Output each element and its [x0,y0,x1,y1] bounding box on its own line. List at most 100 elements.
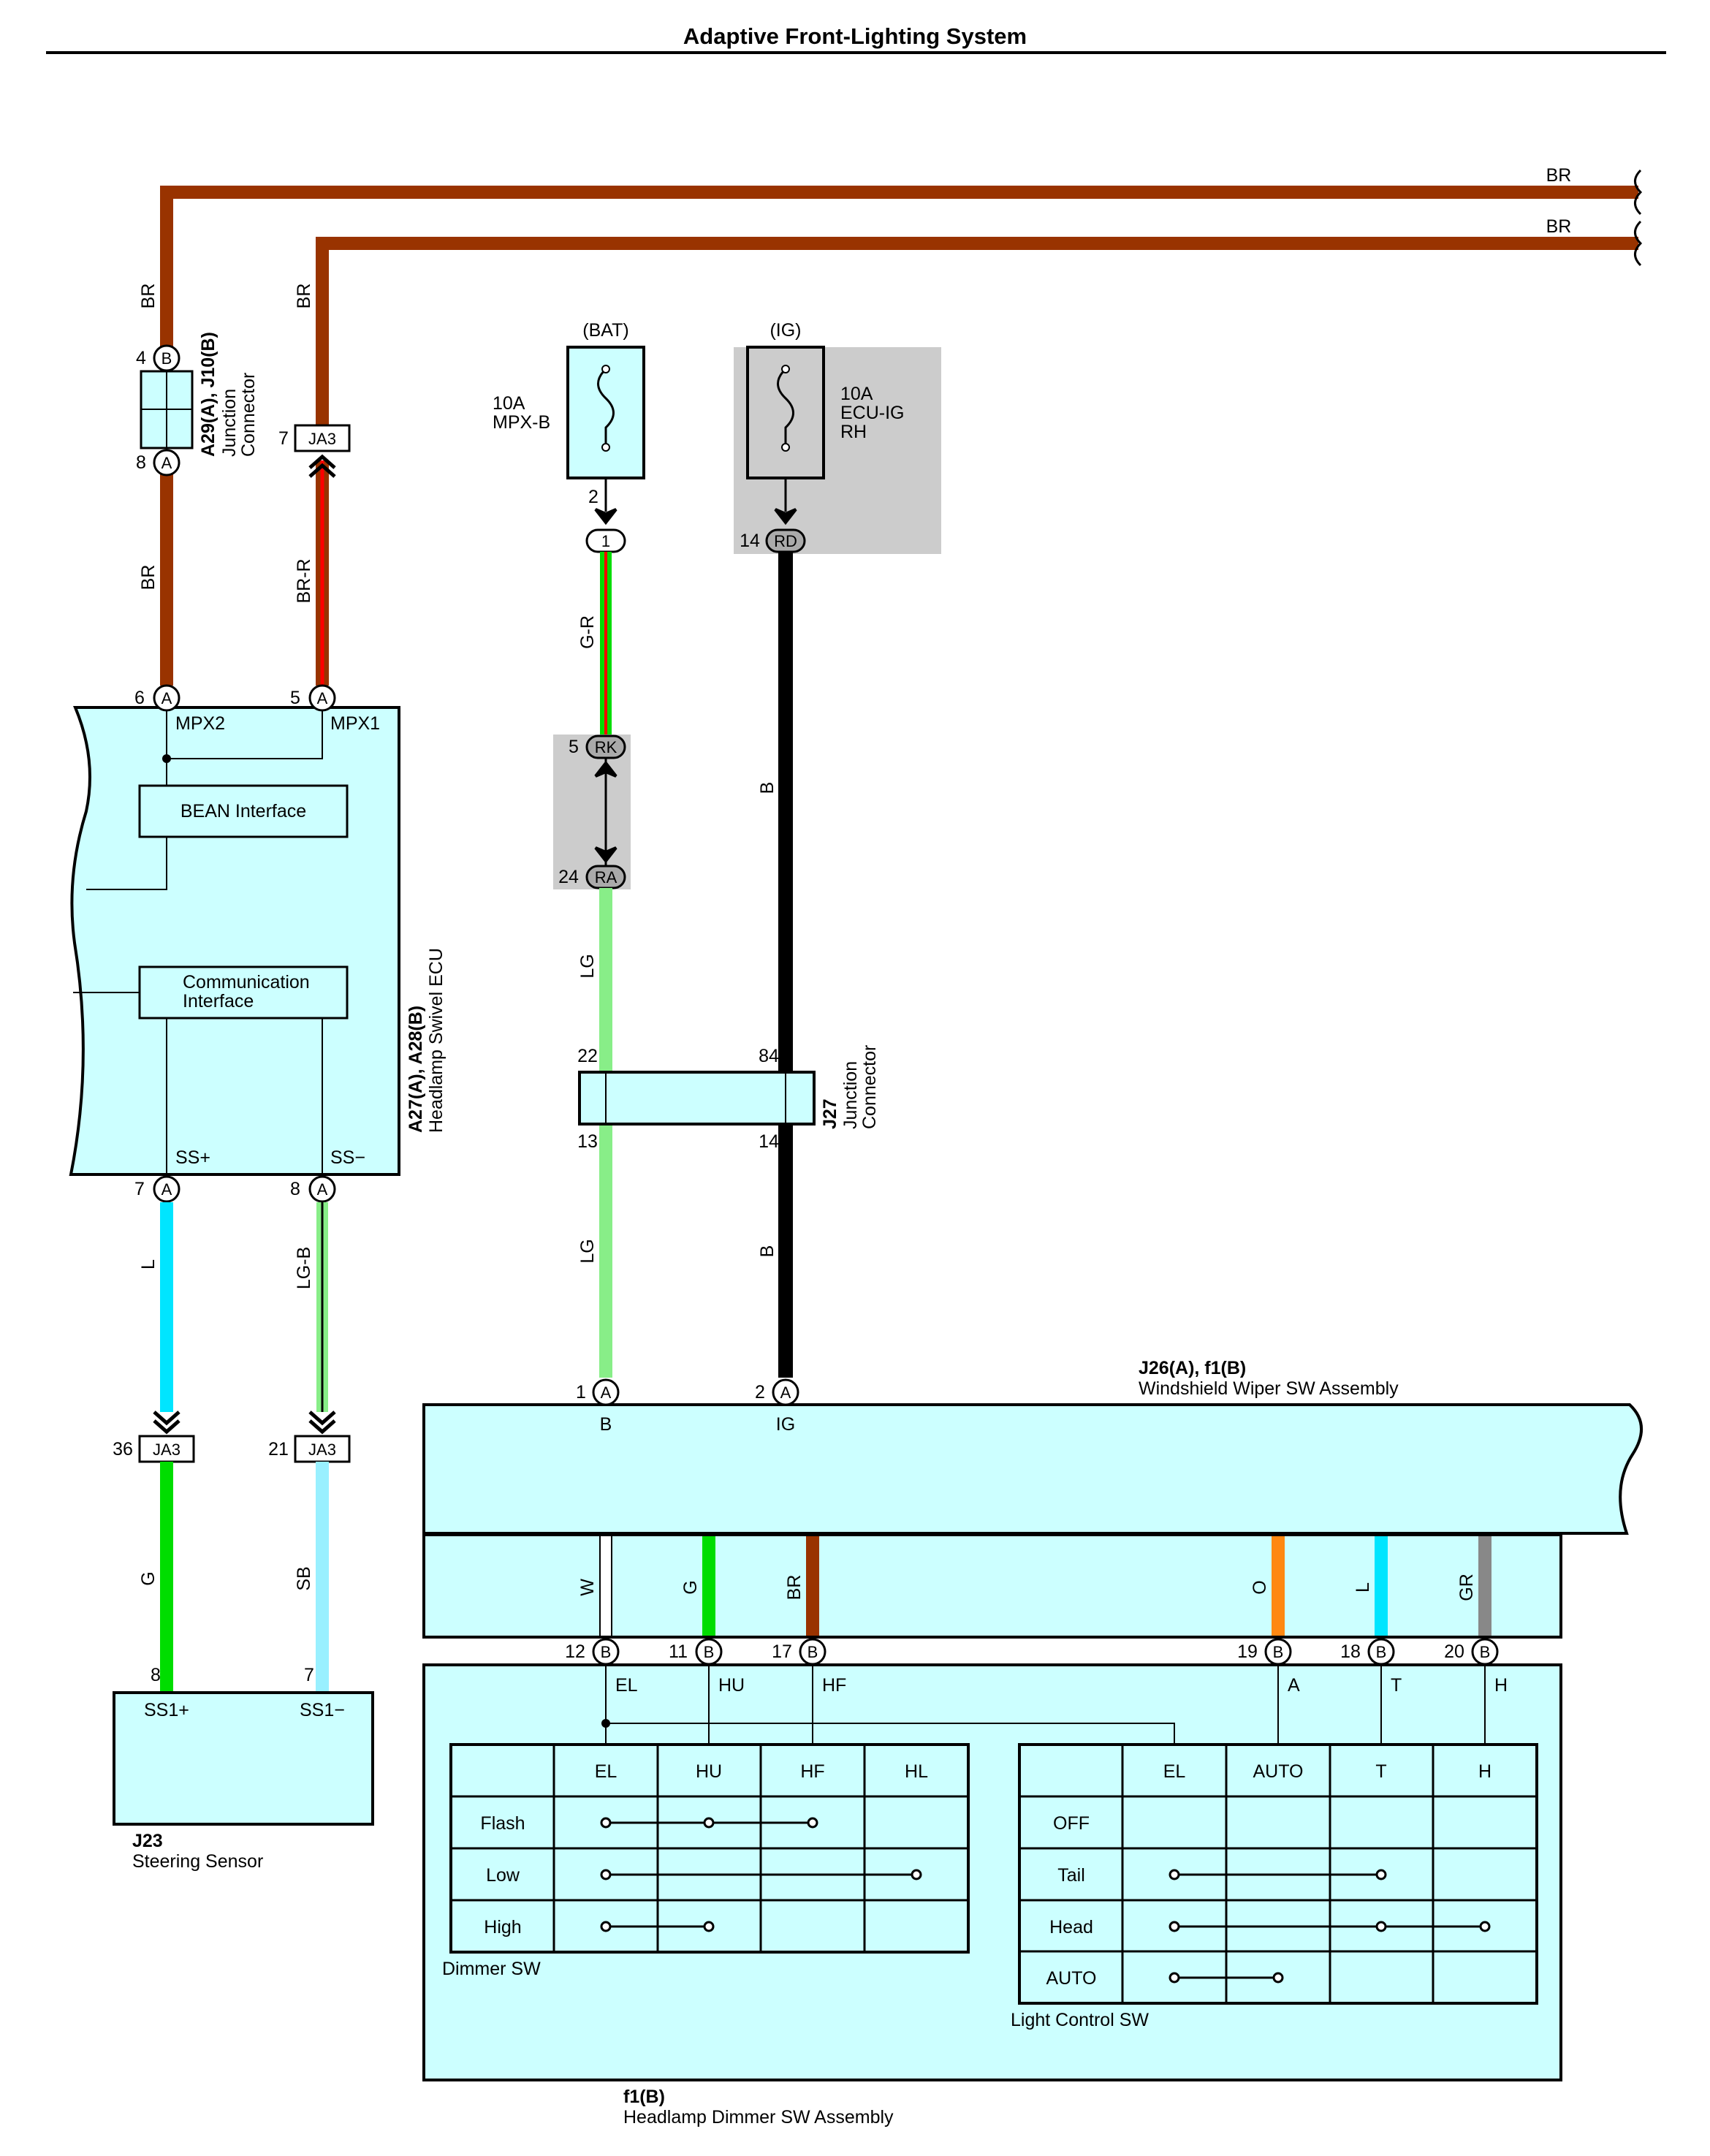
a29-pin-bot-number: 8 [136,452,146,473]
ecu-ssp-label: SS+ [175,1147,210,1168]
wiper-pin-1-number: 1 [576,1382,586,1402]
fuse-bat-pin: 2 [588,487,598,507]
dimmer-low-el [600,1869,612,1880]
top-br-wires: BR BR BR BR [138,165,1643,428]
light-row-off: OFF [1053,1813,1090,1834]
light-sw-label: Light Control SW [1011,2010,1149,2030]
ja3-right-pin: 21 [268,1439,289,1460]
light-control-sw-table: EL AUTO T H OFF Tail Head AUTO Light Con… [1011,1743,1538,2030]
wire-label-br-bus: BR [784,1575,805,1601]
steering-sensor-wires: JA3 36 JA3 21 L LG-B G SB [113,1202,351,1693]
ecu-pin-6-letter: A [162,689,172,707]
ra-arrow [594,846,618,864]
assy-pin-12-func: EL [615,1675,638,1696]
ja3-left-chevron [153,1411,180,1435]
wiper-pin-1 [592,1378,620,1406]
j27-pin-84: 84 [759,1046,779,1066]
ja3-right-box [294,1435,351,1463]
dimmer-col-hf: HF [800,1761,824,1782]
a29-pin-bot [153,449,180,477]
wire-label-g-r: G-R [577,615,598,649]
steering-pin-7: 7 [304,1665,314,1685]
fuse-ig-element [777,368,794,447]
j27-code: J27 [820,1098,840,1129]
fuse-mpx-b: (BAT) 10A MPX-B 2 1 [493,320,645,553]
dimmer-low-hl [911,1869,922,1880]
assy-pin-19-number: 19 [1237,1641,1258,1662]
wire-label-b-1: B [757,782,778,794]
wire-label-br-left-top: BR [138,284,159,309]
ecu-pin-7 [153,1175,180,1203]
light-table-frame [1018,1743,1538,2005]
ecu-code: A27(A), A28(B) [406,1006,426,1133]
dimmer-assy-code: f1(B) [623,2087,665,2107]
fuse-bat-supply: (BAT) [582,320,628,341]
light-row-tail: Tail [1057,1865,1085,1886]
assy-pin-20-func: H [1494,1675,1508,1696]
dimmer-col-hl: HL [905,1761,928,1782]
dimmer-col-hu: HU [696,1761,722,1782]
j27-junction-connector: 22 84 13 14 J27 Junction Connector [577,1045,880,1152]
light-row-auto: AUTO [1046,1968,1097,1989]
a29-pin-top-letter: B [162,349,172,368]
ja3-right-chevron [308,1411,336,1435]
wiper-pin-2 [772,1378,799,1406]
light-row-head: Head [1049,1917,1093,1937]
assy-el-line [605,1665,1175,1743]
a29-pin-bot-letter: A [162,454,172,472]
ja3-left-code: JA3 [153,1441,180,1459]
fuse-bat-name: MPX-B [493,412,550,433]
steering-code: J23 [132,1831,163,1851]
wiper-pin-2-letter: A [780,1383,791,1402]
conn-1-code: 1 [601,532,610,550]
assy-pin-20-number: 20 [1444,1641,1464,1662]
dimmer-assy-name: Headlamp Dimmer SW Assembly [623,2107,894,2127]
steering-ss1p-label: SS1+ [144,1700,189,1720]
wire-label-o: O [1250,1580,1270,1594]
conn-rd-pin: 14 [740,531,760,551]
conn-ra-code: RA [595,868,618,887]
light-head-h [1479,1921,1491,1932]
a29-name2: Connector [238,373,259,457]
assy-pin-18-func: T [1391,1675,1402,1696]
wire-label-br-top2: BR [1546,216,1572,237]
dimmer-flash-el [600,1817,612,1829]
wire-label-lg-2: LG [577,1239,598,1263]
ecu-pin-8 [308,1175,336,1203]
windshield-wiper-sw-assembly: J26(A), f1(B) Windshield Wiper SW Assemb… [422,1358,1643,1535]
wire-label-sb: SB [294,1566,314,1590]
wire-label-w: W [577,1579,598,1596]
steering-pin-8: 8 [151,1665,161,1685]
ja3-top-connector: JA3 7 BR-R [278,424,351,686]
ecu-mpx1-label: MPX1 [330,713,380,734]
assy-pin-17-func: HF [822,1675,846,1696]
ecu-pin-6 [153,684,180,712]
dimmer-row-low: Low [486,1865,520,1886]
fuse-bat-element [597,368,615,447]
assy-pin-11-func: HU [718,1675,745,1696]
ja3-right-code: JA3 [308,1441,336,1459]
fuse-bat-term-2 [601,443,610,452]
middle-wires: G-R RK 5 RA 24 LG LG B B [558,552,793,1378]
wire-label-br-left-bot: BR [138,565,159,591]
j27-box [578,1071,816,1126]
wire-break-mark-2 [1634,220,1643,267]
dimmer-high-hu [703,1921,715,1932]
wire-label-br-top1: BR [1546,165,1572,186]
assy-pin-18-letter: B [1376,1643,1387,1661]
wire-label-br-ja3-top: BR [294,284,314,309]
steering-ss1m-label: SS1− [300,1700,345,1720]
j27-pin-22: 22 [577,1046,598,1066]
j27-name1: Junction [840,1061,861,1129]
ecu-mpx2-label: MPX2 [175,713,225,734]
steering-sensor-box [113,1691,374,1826]
dimmer-flash-hu [703,1817,715,1829]
fuse-ig-name: ECU-IG [840,403,905,423]
ecu-pin-5 [308,684,336,712]
ja3-top-chevron [308,454,336,478]
a29-pin-top [153,344,180,372]
wire-label-gr: GR [1456,1574,1477,1601]
ecu-body [69,706,400,1176]
page-title: Adaptive Front-Lighting System [683,23,1027,49]
wire-label-g-bus: G [680,1580,701,1594]
